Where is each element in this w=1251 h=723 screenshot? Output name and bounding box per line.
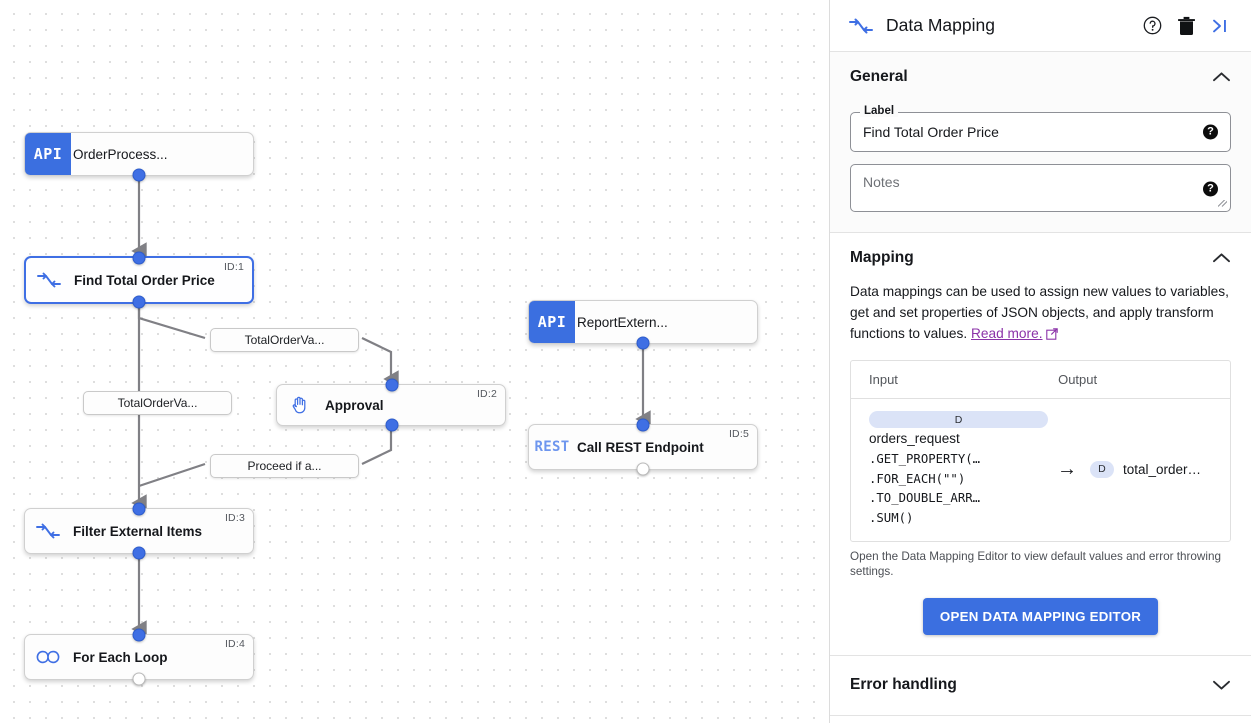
flow-node-orderprocess[interactable]: API OrderProcess... [24,132,254,182]
input-type-chip: D [869,411,1049,428]
flow-canvas[interactable]: API OrderProcess... Find Total Order Pri… [0,0,830,723]
section-title: Error handling [850,676,957,693]
external-link-icon[interactable] [1045,325,1058,346]
mapping-output-cell: D total_order… [1086,460,1230,478]
input-operation: .FOR_EACH("") [869,471,966,486]
node-title: For Each Loop [73,649,168,665]
node-input-port[interactable] [385,378,399,392]
node-title: ReportExtern... [577,314,668,330]
section-general-header[interactable]: General [830,52,1251,96]
section-mapping-body: Data mappings can be used to assign new … [830,277,1251,655]
flow-node-approval[interactable]: Approval ID:2 [276,378,506,432]
help-icon[interactable] [1135,9,1169,43]
collapse-panel-icon[interactable] [1203,9,1237,43]
node-output-port[interactable] [132,295,146,309]
node-id-label: ID:4 [224,638,245,650]
section-mapping: Mapping Data mappings can be used to ass… [830,233,1251,656]
section-general: General Label Find Total Order Price ? N… [830,52,1251,233]
mapping-table-header: Input Output [851,361,1230,399]
section-general-body: Label Find Total Order Price ? Notes ? [830,96,1251,232]
api-badge: API [25,133,71,175]
section-title: Mapping [850,249,914,266]
chevron-up-icon[interactable] [1212,71,1231,83]
section-title: General [850,68,908,85]
label-help-icon[interactable]: ? [1203,124,1218,140]
node-output-port[interactable] [636,462,650,476]
node-title: Approval [325,397,384,413]
node-output-port[interactable] [132,168,146,182]
output-type-chip: D [1089,460,1114,478]
input-operation: .SUM() [869,510,914,525]
node-title: Find Total Order Price [74,272,215,288]
data-mapping-icon [26,272,72,288]
column-header-output: Output [1058,372,1098,387]
data-mapping-icon [848,18,874,34]
label-field-caption: Label [860,105,899,117]
loop-icon [25,650,71,664]
mapping-table-row[interactable]: D orders_request .GET_PROPERTY(… .FOR_EA… [851,399,1230,541]
flow-node-for-each-loop[interactable]: For Each Loop ID:4 [24,628,254,686]
flow-node-call-rest-endpoint[interactable]: REST Call REST Endpoint ID:5 [528,418,758,476]
node-output-port[interactable] [385,418,399,432]
api-badge: API [529,301,575,343]
node-title: Call REST Endpoint [577,439,704,455]
input-operation: .GET_PROPERTY(… [869,452,981,466]
delete-icon[interactable] [1169,9,1203,43]
flow-node-filter-external-items[interactable]: Filter External Items ID:3 [24,502,254,560]
edge-label[interactable]: Proceed if a... [210,454,359,478]
node-id-label: ID:5 [728,428,749,440]
read-more-link[interactable]: Read more. [971,326,1043,341]
input-variable-name: orders_request [869,431,960,446]
node-loop-output-port[interactable] [132,672,146,686]
column-header-input: Input [869,372,898,387]
node-id-label: ID:3 [224,512,245,524]
node-title: Filter External Items [73,523,203,539]
hand-icon [277,395,323,415]
node-output-port[interactable] [636,336,650,350]
section-mapping-header[interactable]: Mapping [830,233,1251,277]
mapping-input-cell: D orders_request .GET_PROPERTY(… .FOR_EA… [851,411,1049,527]
label-field[interactable]: Label Find Total Order Price ? [850,105,1231,152]
chevron-down-icon[interactable] [1212,679,1231,691]
node-input-port[interactable] [132,628,146,642]
properties-panel: Data Mapping [830,0,1251,723]
mapping-button-row: OPEN DATA MAPPING EDITOR [850,598,1231,635]
node-id-label: ID:2 [476,388,497,400]
node-output-port[interactable] [132,546,146,560]
resize-grip-icon[interactable] [1218,200,1227,209]
notes-field-placeholder: Notes [863,174,900,190]
chevron-up-icon[interactable] [1212,252,1231,264]
panel-header: Data Mapping [830,0,1251,52]
flow-edges [131,176,651,638]
mapping-description-text: Data mappings can be used to assign new … [850,284,1229,341]
mapping-hint: Open the Data Mapping Editor to view def… [850,550,1221,578]
node-input-port[interactable] [132,251,146,265]
open-data-mapping-editor-button[interactable]: OPEN DATA MAPPING EDITOR [922,598,1159,635]
flow-node-find-total-order-price[interactable]: Find Total Order Price ID:1 [24,251,254,309]
edge-label[interactable]: TotalOrderVa... [210,328,359,352]
section-error-handling: Error handling [830,656,1251,716]
mapping-table: Input Output D orders_request .GET_PROPE… [850,360,1231,542]
output-variable-name: total_order… [1122,461,1202,477]
input-operation: .TO_DOUBLE_ARR… [869,491,981,505]
mapping-arrow-icon: → [1057,457,1078,480]
node-id-label: ID:1 [223,261,244,273]
node-input-port[interactable] [636,418,650,432]
flow-node-reportextern[interactable]: API ReportExtern... [528,300,758,350]
section-error-handling-header[interactable]: Error handling [830,656,1251,715]
panel-title: Data Mapping [886,15,995,35]
notes-field[interactable]: Notes ? [850,164,1231,212]
node-title: OrderProcess... [73,146,168,162]
edge-label[interactable]: TotalOrderVa... [83,391,232,415]
node-input-port[interactable] [132,502,146,516]
notes-help-icon[interactable]: ? [1203,181,1218,197]
label-field-value: Find Total Order Price [863,124,999,140]
rest-badge: REST [534,439,570,455]
data-mapping-icon [25,523,71,539]
mapping-description: Data mappings can be used to assign new … [850,281,1231,346]
